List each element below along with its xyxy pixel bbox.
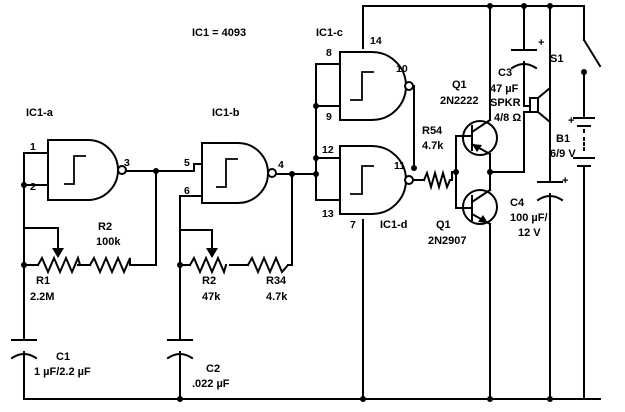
pin-6: 6 [184,185,190,197]
label-r2a-value: 100k [96,236,121,248]
pin-1: 1 [30,141,36,153]
pin-2: 2 [30,181,36,193]
label-c1-ref: C1 [56,351,70,363]
battery-b1 [573,109,595,179]
label-spkr-value: 4/8 Ω [494,112,521,124]
labels: IC1 = 4093 IC1-a 1 2 3 IC1-b 5 6 4 IC1-c… [26,27,576,390]
junction-dot [521,3,527,9]
label-c2-ref: C2 [206,363,220,375]
label-c3-ref: C3 [498,67,512,79]
label-c4-ref: C4 [510,197,525,209]
label-s1: S1 [550,53,563,65]
speaker-icon [523,85,551,135]
gate-ic1-d [339,145,414,215]
pin-3: 3 [124,157,130,169]
pin-4: 4 [278,159,284,171]
junction-dot [313,155,319,161]
junction-dot [153,168,159,174]
label-c3-value: 47 µF [490,83,519,95]
label-ic1c: IC1-c [316,27,343,39]
label-r1-value: 2.2M [30,291,54,303]
junction-dot [547,3,553,9]
junction-dot [547,396,553,402]
wire-ic1cd-inputs [315,63,341,201]
label-b1-value: 6/9 V [550,148,576,160]
resistor-r1 [23,227,82,275]
junction-dot [21,262,27,268]
junction-dot [487,169,493,175]
label-c2-value: .022 µF [192,378,230,390]
gate-ic1-b [201,142,277,204]
wiper-arrow-icon [52,248,64,258]
resistor-r54 [422,169,453,191]
label-c4-value1: 100 µF/ [510,212,548,224]
label-r54-ref: R54 [422,125,443,137]
label-ic1d: IC1-d [380,219,408,231]
label-r2a-ref: R2 [98,221,112,233]
emitter-arrow-icon [472,144,482,152]
wire-ic1a-inputs [23,152,49,341]
wire-to-speaker [489,133,525,173]
capacitor-c3 [510,49,538,75]
gate-ic1-a [47,139,127,201]
capacitor-c2 [166,339,194,363]
junction-dot [313,103,319,109]
label-q1b-ref: Q1 [436,219,451,231]
label-q1a-part: 2N2222 [440,95,479,107]
pin-13: 13 [322,208,334,220]
pin-5: 5 [184,157,190,169]
label-r2b-ref: R2 [202,275,216,287]
label-b1-polarity: + [568,115,574,127]
label-b1-ref: B1 [556,133,570,145]
junction-dot [487,3,493,9]
label-c3-polarity: + [538,37,544,49]
junctions [21,3,553,402]
pin-12: 12 [322,144,334,156]
label-r2b-value: 47k [202,291,221,303]
label-c4-value2: 12 V [518,227,541,239]
label-q1a-ref: Q1 [452,79,467,91]
label-ic1b: IC1-b [212,107,240,119]
resistor-r34 [246,255,293,275]
emitter-arrow-icon [478,215,488,223]
label-c1-value: 1 µF/2.2 µF [34,366,91,378]
label-q1b-part: 2N2907 [428,235,467,247]
junction-dot [453,169,459,175]
capacitor-c4 [536,181,564,203]
label-c4-polarity: + [562,175,568,187]
junction-dot [411,165,417,171]
pin-7: 7 [350,219,356,231]
junction-dot [177,396,183,402]
wiper-arrow-icon [206,248,218,258]
transistor-q1-2n2222 [462,118,498,156]
label-r34-value: 4.7k [266,291,288,303]
pin-10: 10 [396,63,408,75]
junction-dot [177,262,183,268]
resistor-r2a [88,255,131,275]
junction-dot [360,396,366,402]
junction-dot [313,171,319,177]
resistor-r2b [179,229,228,275]
capacitor-c1 [10,339,38,363]
wire-ic1c-out [405,85,415,169]
pin-14: 14 [370,35,382,47]
switch-s1 [581,38,602,75]
label-r34-ref: R34 [266,275,287,287]
junction-dot [289,171,295,177]
label-r54-value: 4.7k [422,140,444,152]
pin-11: 11 [394,160,405,172]
junction-dot [487,396,493,402]
ic-note: IC1 = 4093 [192,27,246,39]
label-ic1a: IC1-a [26,107,54,119]
pin-8: 8 [326,47,332,59]
junction-dot [21,182,27,188]
label-spkr-ref: SPKR [490,97,521,109]
transistor-q1-2n2907 [462,188,498,226]
pin-9: 9 [326,111,332,123]
label-r1-ref: R1 [36,275,50,287]
gate-ic1-c [339,51,414,121]
